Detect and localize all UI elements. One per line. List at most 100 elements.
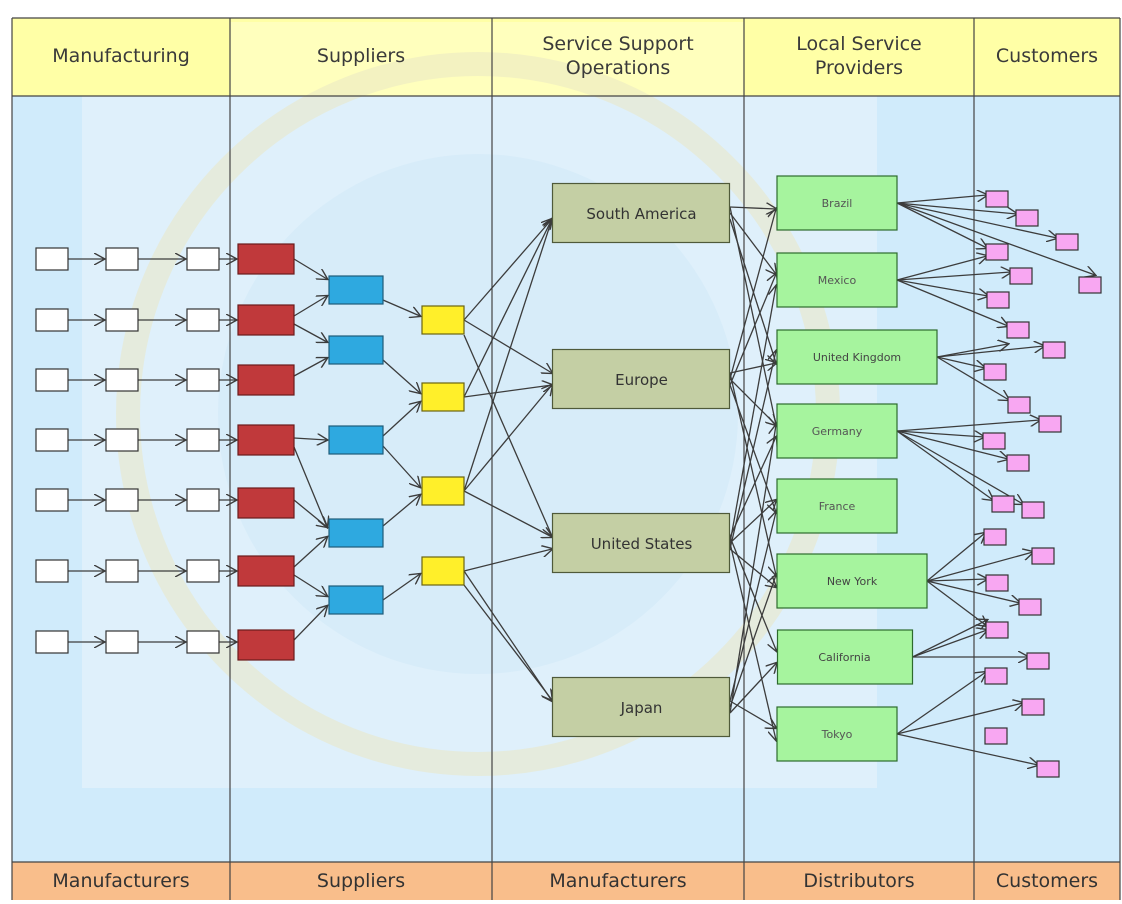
customer-box-13 [982, 432, 1006, 450]
flow-arrow [896, 430, 993, 500]
manufacturer-box-1 [237, 243, 295, 275]
component-box-2-0 [35, 368, 69, 392]
column-header-suppliers: Suppliers [316, 45, 406, 68]
component-box-1-0 [35, 308, 69, 332]
flow-arrow [926, 579, 987, 581]
flow-arrow [729, 363, 776, 374]
flow-arrow [729, 536, 777, 651]
customer-box-1 [985, 190, 1009, 208]
flow-arrow [293, 323, 327, 342]
flow-arrow [926, 533, 985, 582]
customer-box-14 [1006, 454, 1030, 472]
component-box-4-1 [105, 488, 139, 512]
flow-arrow [936, 356, 1009, 400]
manufacturer-box-7 [237, 629, 295, 661]
flow-arrow [936, 356, 985, 368]
region-box-1 [551, 182, 731, 244]
flow-arrow [382, 299, 420, 316]
flow-arrow [896, 733, 1038, 765]
column-footer-manufacturers-2: Manufacturers [549, 870, 687, 892]
customer-box-26 [1036, 760, 1060, 778]
component-box-0-2 [186, 247, 220, 271]
customer-box-8 [1006, 321, 1030, 339]
flow-arrow [896, 195, 987, 204]
footer-band [12, 862, 1120, 900]
edge-layer [68, 195, 1095, 765]
flow-arrow [729, 206, 776, 425]
customer-box-22 [1026, 652, 1050, 670]
flow-arrow [896, 703, 1023, 735]
flow-arrow [896, 256, 987, 281]
sub-supplier-box-2 [421, 382, 465, 412]
flow-arrow [912, 630, 988, 658]
customer-box-2 [1015, 209, 1039, 227]
flow-arrow [936, 344, 1008, 358]
flow-arrow [896, 279, 1008, 326]
manufacturer-box-3 [237, 364, 295, 396]
component-box-1-1 [105, 308, 139, 332]
customer-box-19 [985, 574, 1009, 592]
provider-box-2 [776, 252, 898, 308]
flow-arrow [896, 430, 1008, 459]
flow-arrow [729, 378, 776, 425]
customer-box-12 [1038, 415, 1062, 433]
supplier-box-4 [328, 518, 384, 548]
customer-box-18 [1031, 547, 1055, 565]
flow-arrow [896, 272, 1011, 281]
component-box-1-2 [186, 308, 220, 332]
column-footer-distributors: Distributors [803, 870, 915, 892]
flow-arrow [293, 606, 327, 641]
flow-arrow [896, 430, 1023, 504]
supplier-box-2 [328, 335, 384, 365]
customer-box-23 [984, 667, 1008, 685]
flow-arrow [729, 425, 776, 714]
customer-box-20 [1018, 598, 1042, 616]
supplier-box-1 [328, 275, 384, 305]
customer-box-3 [1055, 233, 1079, 251]
flow-arrow [382, 359, 420, 393]
component-box-6-2 [186, 630, 220, 654]
sub-supplier-box-3 [421, 476, 465, 506]
flow-arrow [293, 296, 327, 317]
flow-arrow [382, 445, 420, 487]
component-box-5-0 [35, 559, 69, 583]
flow-arrow [463, 334, 552, 536]
component-box-5-2 [186, 559, 220, 583]
sub-supplier-box-1 [421, 305, 465, 335]
customer-box-17 [983, 528, 1007, 546]
column-header-manufacturing: Manufacturing [52, 45, 190, 68]
component-box-2-2 [186, 368, 220, 392]
customer-box-9 [1042, 341, 1066, 359]
component-box-3-0 [35, 428, 69, 452]
component-box-4-2 [186, 488, 220, 512]
customer-box-24 [1021, 698, 1045, 716]
customer-box-10 [983, 363, 1007, 381]
component-box-2-1 [105, 368, 139, 392]
customer-box-16 [1021, 501, 1045, 519]
column-header-local-service: Local Service Providers [796, 33, 922, 79]
customer-box-25 [984, 727, 1008, 745]
node-layer [35, 175, 1102, 778]
flow-arrow [729, 286, 776, 544]
region-box-2 [551, 348, 731, 410]
flow-arrow [896, 202, 987, 248]
component-box-3-2 [186, 428, 220, 452]
flow-arrow [896, 672, 986, 735]
flow-arrow [926, 552, 1033, 582]
provider-box-1 [776, 175, 898, 231]
flow-arrow [729, 512, 776, 702]
flow-arrow [463, 570, 552, 701]
flow-arrow [463, 549, 552, 572]
region-box-3 [551, 512, 731, 574]
column-footer-suppliers: Suppliers [316, 870, 406, 892]
manufacturer-box-2 [237, 304, 295, 336]
column-footer-manufacturers: Manufacturers [52, 870, 190, 892]
flow-arrow [729, 212, 776, 274]
flow-arrow [729, 209, 776, 380]
customer-box-11 [1007, 396, 1031, 414]
manufacturer-box-5 [237, 487, 295, 519]
flow-arrow [382, 402, 420, 437]
flow-arrow [463, 319, 552, 373]
flow-arrow [729, 351, 776, 550]
